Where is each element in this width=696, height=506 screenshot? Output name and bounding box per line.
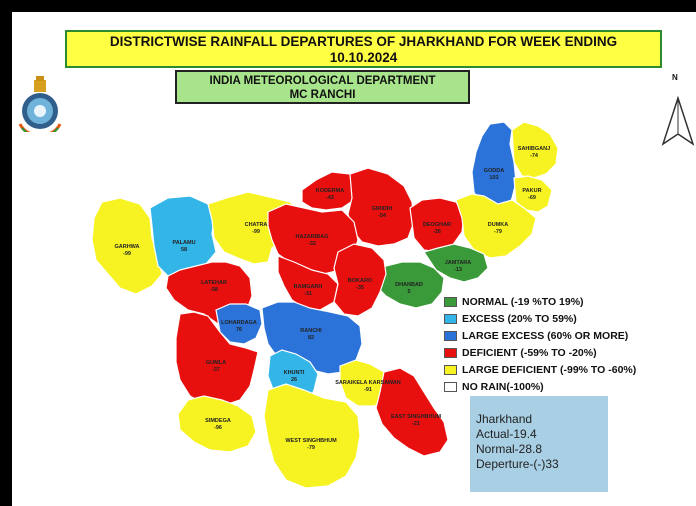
district-value-label: -99 [123,251,131,257]
district-simdega [177,395,257,453]
district-value-label: -74 [530,153,539,159]
summary-departure: Deperture-(-)33 [476,457,559,471]
agency-line-1: INDIA METEOROLOGICAL DEPARTMENT [209,75,436,87]
district-value-label: -96 [214,425,222,431]
legend-item-excess: EXCESS (20% TO 59%) [444,313,577,325]
agency-line-2: MC RANCHI [289,89,356,101]
legend-label: DEFICIENT (-59% TO -20%) [462,347,597,359]
state-summary-box: Jharkhand Actual-19.4 Normal-28.8 Depert… [470,396,608,492]
district-name-label: GARHWA [114,244,139,250]
legend-swatch-normal [444,297,457,307]
summary-region: Jharkhand [476,412,533,426]
district-value-label: -99 [252,229,260,235]
title-line-2: 10.10.2024 [329,50,398,65]
district-sahibganj [511,121,559,179]
district-west-singhbhum [263,383,361,489]
title-line-1: DISTRICTWISE RAINFALL DEPARTURES OF JHAR… [109,34,618,49]
district-value-label: -79 [494,229,502,235]
district-deoghar [409,197,465,253]
district-value-label: -26 [433,229,441,235]
district-name-label: BOKARO [348,278,373,284]
legend-swatch-large-deficient [444,365,457,375]
district-value-label: 82 [308,335,314,341]
imd-emblem-icon [18,76,62,132]
legend-label: LARGE EXCESS (60% OR MORE) [462,330,629,342]
district-map: GARHWA-99PALAMU58CHATRA-99LATEHAR-58KODE… [91,121,559,489]
district-value-label: 26 [291,377,297,383]
district-name-label: DUMKA [488,222,508,228]
district-name-label: GUMLA [206,360,226,366]
legend-item-no-rain: NO RAIN(-100%) [444,381,544,393]
summary-normal: Normal-28.8 [476,442,543,456]
district-labels: GARHWA-99PALAMU58CHATRA-99LATEHAR-58KODE… [114,146,550,451]
district-name-label: LATEHAR [201,280,227,286]
district-name-label: RANCHI [300,328,322,334]
district-value-label: -35 [356,285,364,291]
district-dumka [455,193,537,259]
district-value-label: -37 [212,367,220,373]
district-name-label: SAHIBGANJ [518,146,550,152]
district-name-label: SIMDEGA [205,418,231,424]
legend-swatch-large-excess [444,331,457,341]
district-value-label: -69 [528,195,536,201]
district-name-label: JAMTARA [445,260,472,266]
district-name-label: DHANBAD [395,282,423,288]
district-garhwa [91,197,163,295]
map-card: DISTRICTWISE RAINFALL DEPARTURES OF JHAR… [12,12,696,506]
district-name-label: HAZARIBAG [296,234,329,240]
district-value-label: 5 [407,289,410,295]
title-banner: DISTRICTWISE RAINFALL DEPARTURES OF JHAR… [65,30,662,68]
district-bokaro [333,243,387,317]
district-lohardaga [215,303,263,345]
district-shapes [91,121,559,489]
district-dhanbad [373,261,445,309]
district-east-singhbhum [375,367,449,457]
legend-swatch-excess [444,314,457,324]
district-name-label: CHATRA [245,222,268,228]
district-value-label: -32 [308,241,316,247]
legend-item-large-deficient: LARGE DEFICIENT (-99% TO -60%) [444,364,636,376]
legend-item-deficient: DEFICIENT (-59% TO -20%) [444,347,597,359]
district-name-label: RAMGARH [294,284,323,290]
agency-banner: INDIA METEOROLOGICAL DEPARTMENT MC RANCH… [175,70,470,104]
district-value-label: -91 [364,387,372,393]
district-godda [471,121,517,217]
district-value-label: 103 [489,175,498,181]
district-name-label: EAST SINGHBHUM [391,414,442,420]
legend-swatch-deficient [444,348,457,358]
district-name-label: PALAMU [172,240,195,246]
north-arrow-icon: N [661,73,695,146]
district-value-label: -13 [454,267,462,273]
district-value-label: -43 [326,195,334,201]
north-label: N [672,73,678,82]
legend-label: NORMAL (-19 %TO 19%) [462,296,584,308]
district-name-label: LOHARDAGA [221,320,257,326]
district-ramgarh [277,255,339,311]
district-value-label: -54 [378,213,387,219]
district-name-label: DEOGHAR [423,222,451,228]
district-value-label: 58 [181,247,187,253]
district-value-label: -21 [412,421,420,427]
district-name-label: KODERMA [316,188,344,194]
legend-label: NO RAIN(-100%) [462,381,544,393]
district-name-label: WEST SINGHBHUM [285,438,337,444]
district-name-label: GODDA [484,168,505,174]
legend-swatch-no-rain [444,382,457,392]
district-name-label: PAKUR [522,188,541,194]
district-name-label: GIRIDIH [372,206,393,212]
summary-actual: Actual-19.4 [476,427,537,441]
district-name-label: KHUNTI [284,370,305,376]
legend-label: LARGE DEFICIENT (-99% TO -60%) [462,364,637,376]
legend-item-normal: NORMAL (-19 %TO 19%) [444,296,584,308]
district-jamtara [423,243,489,283]
district-value-label: -58 [210,287,218,293]
district-gumla [175,311,259,407]
district-value-label: 76 [236,327,242,333]
district-value-label: -31 [304,291,312,297]
legend-item-large-excess: LARGE EXCESS (60% OR MORE) [444,330,628,342]
district-value-label: -79 [307,445,315,451]
district-name-label: SARAIKELA KARSAWAN [335,380,401,386]
legend-label: EXCESS (20% TO 59%) [462,313,577,325]
